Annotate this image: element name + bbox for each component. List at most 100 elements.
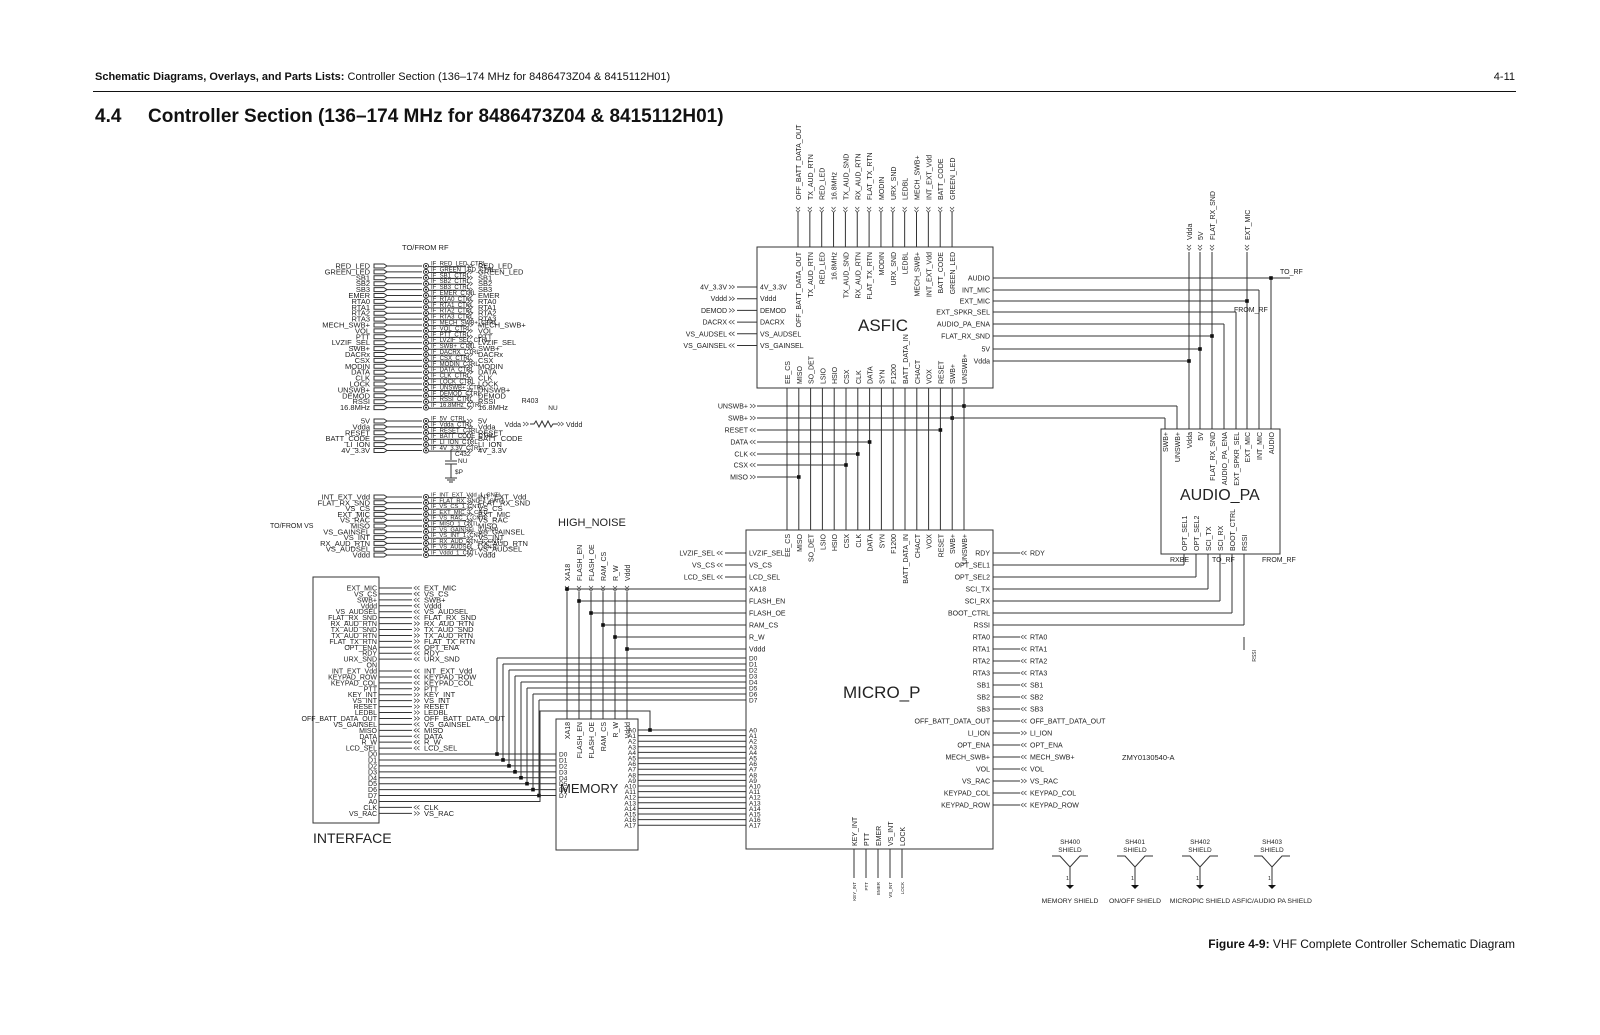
pin-label: INT_MIC <box>962 288 990 295</box>
net-label: URX_SND <box>424 655 460 664</box>
rf-connector-title: TO/FROM RF <box>402 243 449 252</box>
pin-label: OPT_SEL2 <box>1194 515 1201 551</box>
off-page-connector-icon <box>624 585 630 593</box>
connector-pin-icon <box>373 546 388 552</box>
off-page-connector-icon <box>466 316 474 322</box>
net-label: PTT <box>424 684 439 693</box>
connector-left-label: DACRx <box>345 350 370 359</box>
net-label: LEDBL <box>903 178 910 200</box>
connector-contact-icon <box>423 429 429 436</box>
micro-p-pin-label: HSIO <box>832 533 839 551</box>
off-page-connector-icon <box>466 405 474 410</box>
pin-label: XA18 <box>565 722 572 739</box>
pin-label: RAM_CS <box>749 623 779 630</box>
pin-label: RED_LED <box>820 252 827 284</box>
off-page-connector-icon <box>466 523 474 529</box>
pin-label: VS_INT <box>352 698 377 705</box>
connector-contact-icon <box>423 494 429 500</box>
pin-label: EXT_SPKR_SEL <box>1234 432 1241 486</box>
off-page-connector-icon <box>413 627 421 632</box>
pin-label: A1 <box>628 733 636 740</box>
off-page-connector-icon <box>413 591 420 597</box>
connector-ctrl-label: IF_LI_ION_CTRL <box>431 440 478 446</box>
pin-label: A16 <box>624 817 636 824</box>
off-page-connector-icon <box>466 346 474 351</box>
connector-contact-icon <box>423 441 429 448</box>
connector-contact-icon <box>423 435 429 442</box>
header-rule <box>93 91 1516 92</box>
pin-label: SCI_RX <box>965 599 991 606</box>
connector-right-label: RESET <box>478 428 503 437</box>
pin-label: A2 <box>628 739 636 746</box>
connector-contact-icon <box>423 327 429 334</box>
pin-label: CHACT <box>915 359 922 384</box>
connector-contact-dot <box>425 371 427 374</box>
off-page-connector-icon <box>466 546 474 552</box>
connector-pin-icon <box>373 506 388 512</box>
pin-label: EXT_SPKR_SEL <box>936 310 990 317</box>
rxbe-label: RXBE <box>1170 557 1189 564</box>
pin-label: XA18 <box>749 587 766 594</box>
connector-contact-icon <box>423 357 429 364</box>
figure-title: VHF Complete Controller Schematic Diagra… <box>1269 937 1515 951</box>
junction-dot <box>507 764 511 768</box>
net-label: DATA <box>730 440 748 447</box>
off-page-connector-icon <box>728 343 735 348</box>
pin-label: A0 <box>628 728 636 735</box>
pin-label: OPT_ENA <box>957 743 990 750</box>
pin-label: A3 <box>749 744 757 751</box>
pin-label: A6 <box>749 761 757 768</box>
connector-contact-dot <box>425 542 427 545</box>
pin-label: MISO <box>797 366 804 384</box>
off-page-connector-icon <box>413 716 421 721</box>
pin-label: RTA2 <box>973 659 990 666</box>
off-page-connector-icon <box>1197 244 1203 252</box>
pin-label: D0 <box>749 656 758 663</box>
pin-label: A12 <box>624 795 636 802</box>
off-page-connector-icon <box>413 698 421 703</box>
connector-ctrl-label: IF_DEMOD_CTRL <box>431 391 482 397</box>
connector-pin-icon <box>373 517 388 523</box>
connector-pin-icon <box>373 275 388 281</box>
shield-ref: SH403 <box>1262 839 1282 846</box>
connector-left-label: RTA1 <box>352 303 370 312</box>
pin-label: A1 <box>749 733 757 740</box>
pin-label: OFF_BATT_DATA_OUT <box>796 251 803 327</box>
connector-contact-dot <box>425 548 427 551</box>
connector-ctrl-label: IF_SWB+_CTRL <box>431 344 477 350</box>
junction-dot <box>565 587 569 591</box>
net-label: RX_AUD_RTN <box>424 619 474 628</box>
off-page-connector-icon <box>749 403 757 409</box>
off-page-connector-icon <box>1020 682 1027 688</box>
off-page-connector-icon <box>413 739 420 745</box>
connector-left-label: RX_AUD_RTN <box>320 539 370 548</box>
connector-pin-icon <box>373 442 388 448</box>
junction-dot <box>648 728 652 732</box>
net-label: FLAT_RX_SND <box>424 613 477 622</box>
off-page-connector-icon <box>466 375 474 381</box>
pin-label: FLASH_EN <box>577 722 584 758</box>
pin-label: SO_DET <box>809 355 816 384</box>
connector-pin-icon <box>373 293 388 298</box>
connector-left-label: UNSWB+ <box>338 385 371 394</box>
connector-left-label: EMER <box>348 291 370 300</box>
connector-left-label: LI_ION <box>346 440 370 449</box>
off-page-connector-icon <box>466 418 474 424</box>
off-page-connector-icon <box>1020 646 1027 652</box>
asfic-block-title: ASFIC <box>858 316 908 335</box>
connector-right-label: MECH_SWB+ <box>478 321 526 330</box>
connector-contact-dot <box>425 525 427 527</box>
junction-dot <box>844 463 848 467</box>
off-page-connector-icon <box>466 381 474 387</box>
net-label: VS_CS <box>424 589 449 598</box>
connector-ctrl-label: IF_FLAT_RX_SND_1_CNTL <box>431 498 505 504</box>
interface-block <box>312 576 380 824</box>
connector-ctrl-label: IF_SB1_CTRL <box>431 273 471 279</box>
off-page-connector-icon <box>716 562 723 568</box>
figure-caption: Figure 4-9: VHF Complete Controller Sche… <box>1208 937 1515 951</box>
connector-ctrl-label: IF_RTA1_CTRL <box>431 303 474 309</box>
audio-pa-block <box>1160 428 1281 555</box>
connector-contact-icon <box>423 505 429 512</box>
connector-ctrl-label: IF_RESET_CTRL <box>431 428 479 434</box>
